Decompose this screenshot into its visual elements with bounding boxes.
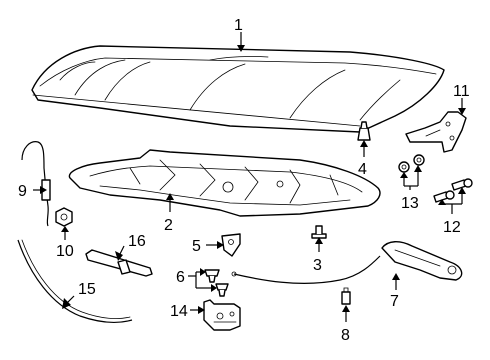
callout-3: 3 [313,257,322,274]
callout-6: 6 [176,269,185,286]
grommet [357,121,371,141]
callout-1: 1 [234,17,243,34]
callout-10: 10 [56,243,74,260]
hood-seal [17,239,133,323]
callout-8: 8 [341,327,350,344]
hood-inner-panel [68,149,381,217]
callout-7: 7 [390,293,399,310]
callout-9: 9 [18,183,27,200]
hood-panel [31,45,445,133]
hood-latch [203,299,241,331]
callout-14: 14 [170,303,188,320]
callout-15: 15 [78,281,96,298]
cable-end-clip [341,287,351,305]
hood-stop-bumper [311,225,327,239]
callout-16: 16 [128,233,146,250]
hinge-nuts [398,154,425,173]
callout-labels: 1 2 3 4 5 6 7 8 9 10 11 12 13 14 15 16 [18,17,470,344]
hinge-bolts [433,178,473,203]
hood-release-cable [231,241,463,284]
leader-lines [33,32,466,322]
push-fasteners [204,269,229,297]
retainer-clip [221,233,241,257]
callout-11: 11 [453,83,470,100]
callout-4: 4 [358,161,367,178]
hex-nut [55,207,73,227]
callout-5: 5 [192,238,201,255]
hood-striker [85,249,153,277]
callout-2: 2 [164,217,173,234]
callout-13: 13 [401,195,419,212]
hood-hinge [405,111,467,153]
callout-12: 12 [443,219,461,236]
